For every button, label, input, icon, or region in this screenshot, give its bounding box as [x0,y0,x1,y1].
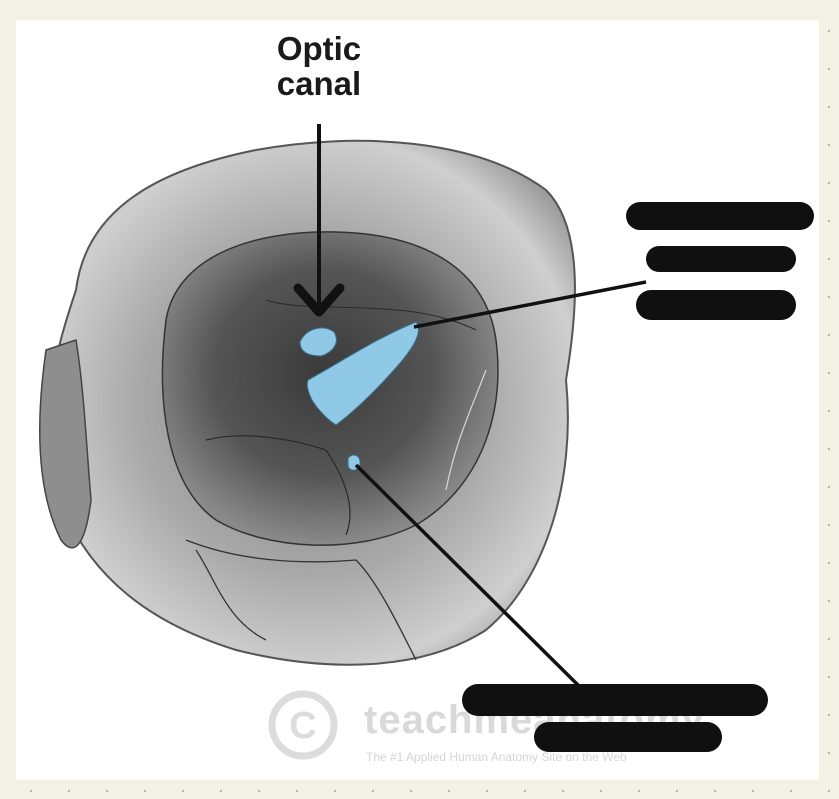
copyright-icon [268,690,338,760]
optic-canal-highlight [299,327,337,357]
superior-orbital-fissure-pointer-line [413,280,647,329]
diagram-card: C Optic canal teachmeanatomy The #1 Appl… [16,20,819,780]
redaction-superior-orbital-fissure-1 [626,202,814,230]
optic-canal-label-line2: canal [276,64,362,102]
optic-canal-arrowhead [293,283,345,317]
inferior-orbital-fissure-pointer-line [354,463,583,690]
optic-canal-label-line1: Optic [276,30,362,67]
watermark-tagline: The #1 Applied Human Anatomy Site on the… [366,750,627,764]
redaction-inferior-orbital-fissure-2 [534,722,722,752]
copyright-symbol: C [289,705,316,747]
lateral-wall [39,339,92,549]
redaction-inferior-orbital-fissure-1 [462,684,768,716]
suture-line [185,539,417,661]
orbit-diagram: C [39,124,647,760]
optic-canal-label: Optic canal [234,30,404,102]
suture-line [325,449,351,536]
suture-line [205,435,327,451]
suture-line [195,549,267,641]
suture-line [445,369,487,491]
superior-orbital-fissure-highlight [306,321,419,426]
redaction-superior-orbital-fissure-3 [636,290,796,320]
redaction-superior-orbital-fissure-2 [646,246,796,272]
